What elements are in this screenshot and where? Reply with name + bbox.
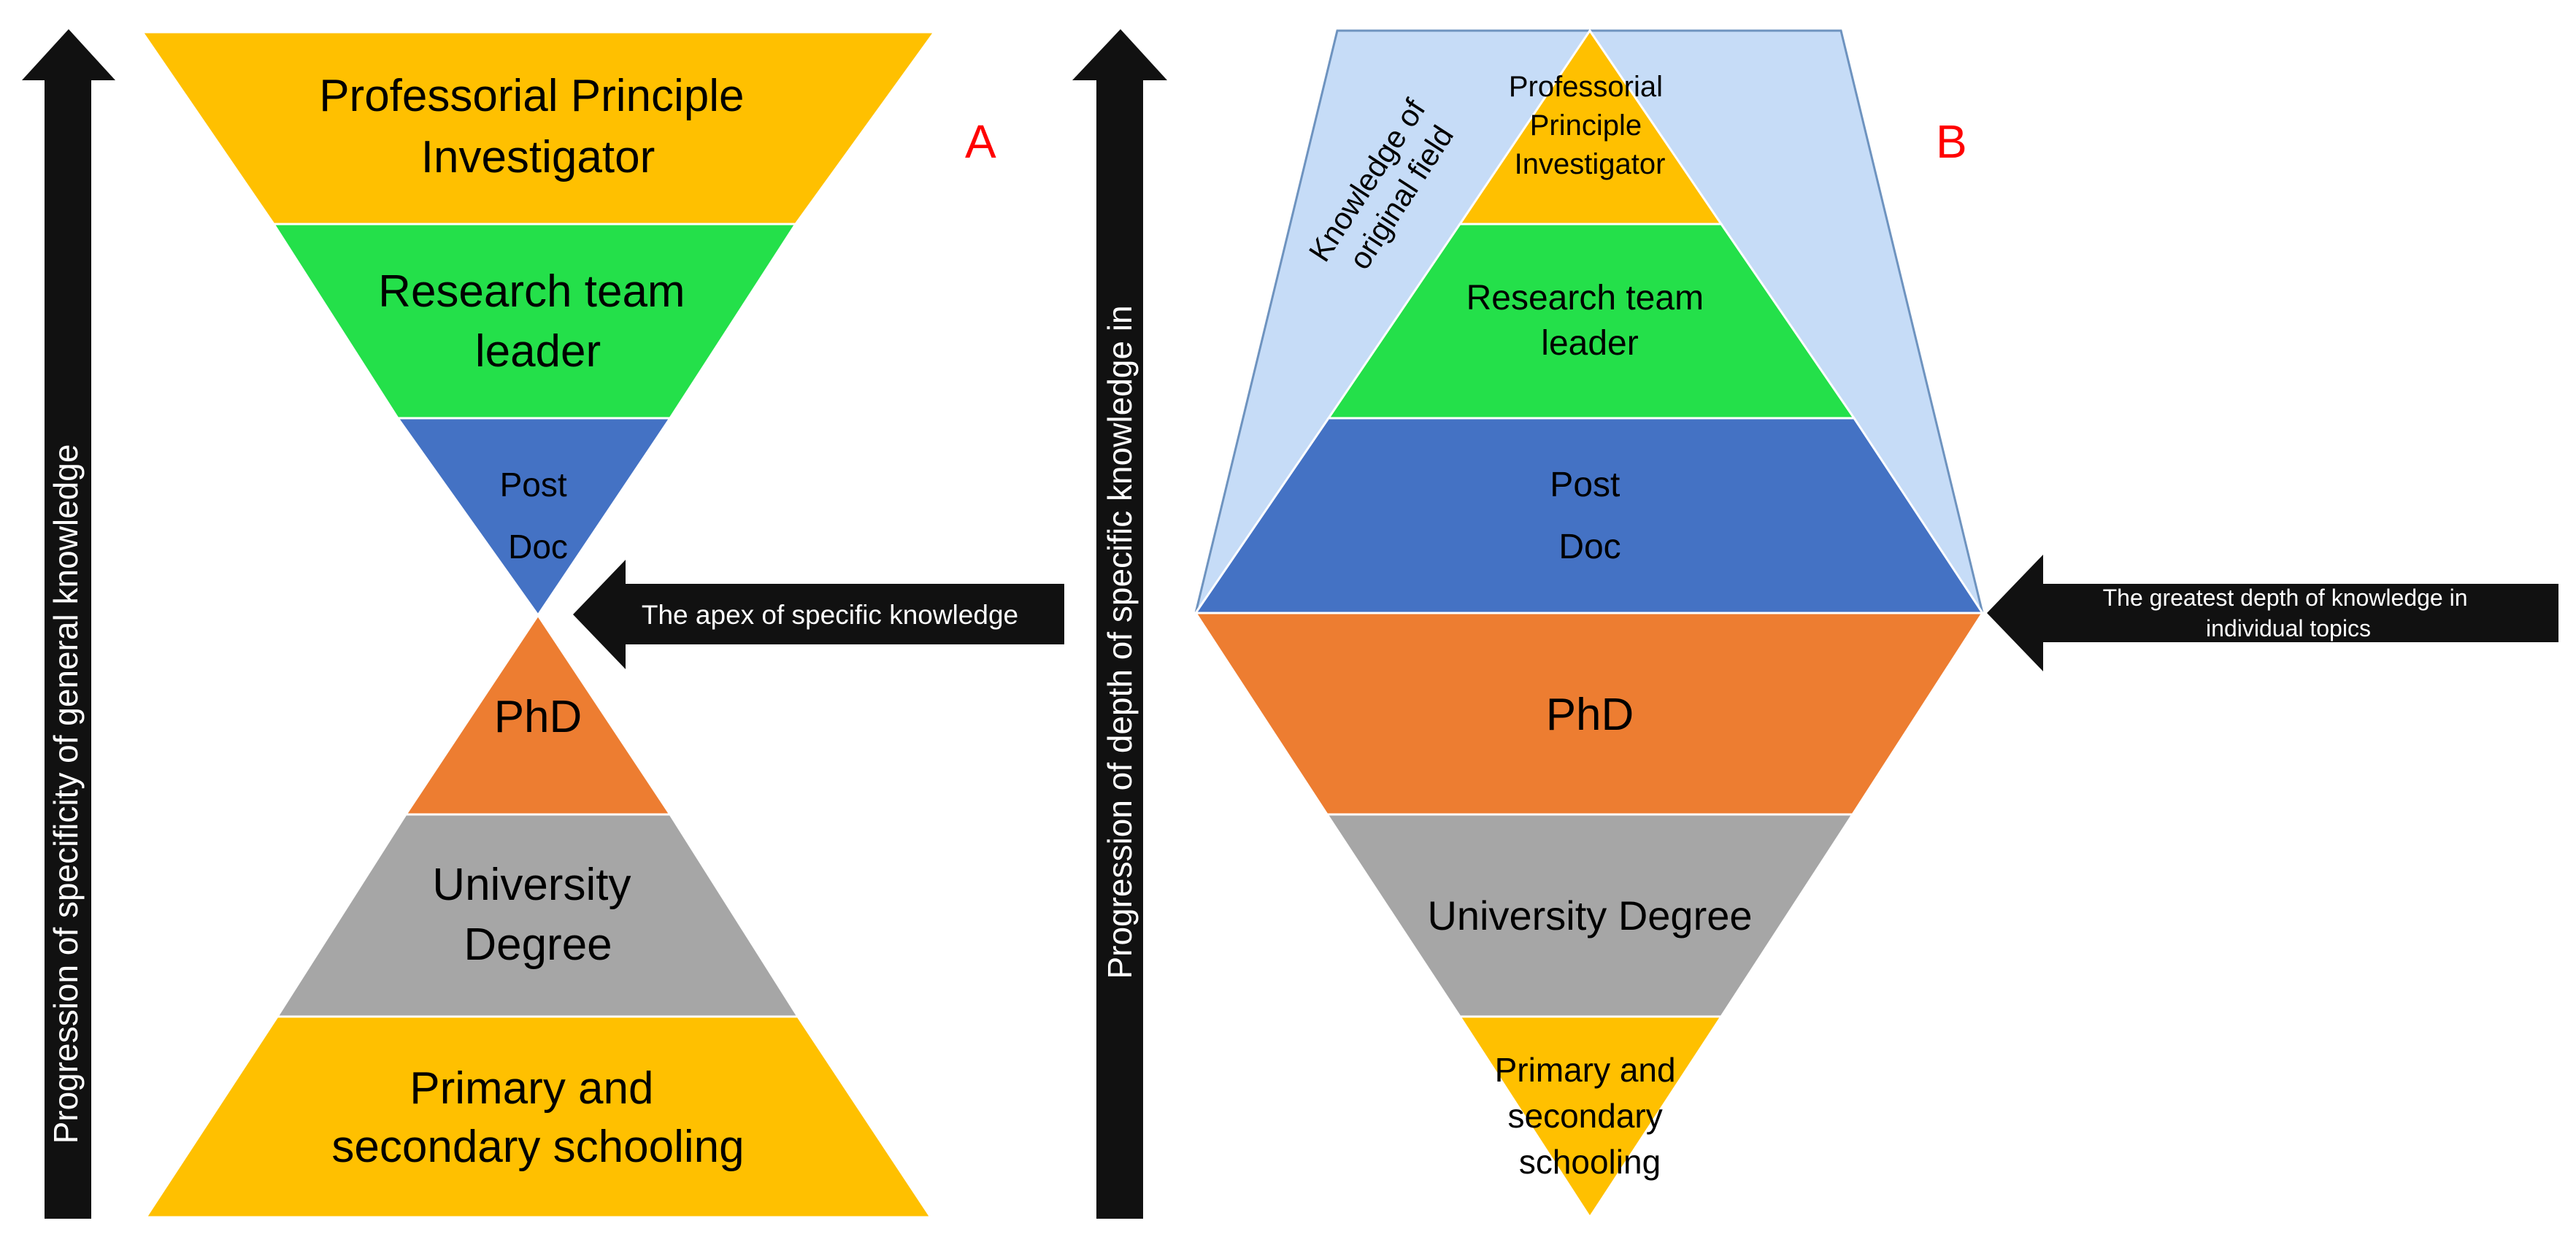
panel-a-label-research-team: Research team leader [378, 266, 698, 377]
panel-a-letter: A [965, 115, 996, 168]
panel-a-label-phd: PhD [494, 692, 583, 742]
panel-b-label-research-team: Research team leader [1466, 279, 1714, 363]
panel-a-apex-label: The apex of specific knowledge [642, 600, 1018, 630]
panel-b-label-post-doc: Post Doc [1550, 466, 1629, 566]
panel-a-axis-label: Progression of specificity of general kn… [47, 444, 85, 1144]
panel-b-label-schooling: Primary and secondary schooling [1495, 1051, 1685, 1181]
panel-a-layer-post-doc [396, 417, 672, 617]
panel-a-label-professorial: Professorial Principle Investigator [319, 71, 757, 182]
panel-a-axis-arrow [22, 29, 115, 1219]
panel-b-layer-schooling [1458, 1015, 1723, 1219]
panel-b-depth-arrow [1987, 555, 2558, 671]
panel-b-label-phd: PhD [1546, 690, 1634, 740]
panel-a-layer-research-team [272, 223, 798, 420]
panel-a-layer-professorial [140, 31, 937, 226]
panel-b-label-university: University Degree [1427, 893, 1752, 938]
panel-b-layer-post-doc [1193, 417, 1985, 614]
panel-b-letter: B [1936, 115, 1967, 168]
panel-b-depth-label: The greatest depth of knowledge in indiv… [2103, 585, 2475, 641]
panel-a-apex-arrow [573, 560, 1064, 669]
panel-a-layer-schooling [144, 1015, 933, 1219]
panel-b-axis-arrow [1072, 29, 1167, 1219]
panel-a-label-schooling: Primary and secondary schooling [331, 1063, 744, 1172]
panel-b-label-professorial: Professorial Principle Investigator [1509, 71, 1671, 180]
panel-a: Progression of specificity of general kn… [22, 29, 1064, 1219]
panel-a-label-university: University Degree [432, 860, 643, 970]
panel-a-label-post-doc: Post Doc [500, 466, 577, 566]
panel-a-layer-university [275, 813, 800, 1018]
panel-b: Progression of depth of specific knowled… [1072, 28, 2558, 1219]
panel-b-axis-label: Progression of depth of specific knowled… [1101, 305, 1139, 979]
